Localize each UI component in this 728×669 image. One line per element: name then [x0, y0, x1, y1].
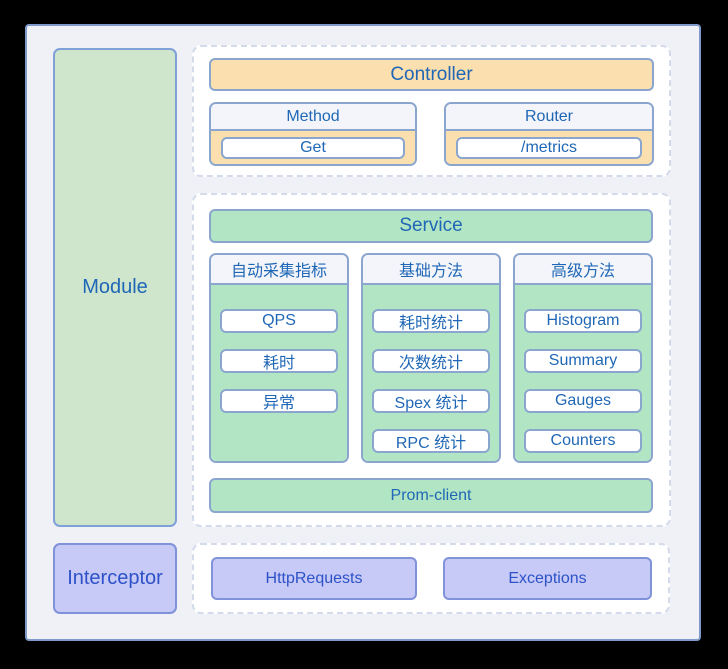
router-value: /metrics — [521, 138, 577, 156]
method-box: Method Get — [209, 102, 417, 166]
service-column-body: Histogram Summary Gauges Counters — [515, 285, 651, 461]
http-requests-label: HttpRequests — [265, 569, 363, 587]
metric-label: QPS — [262, 312, 296, 329]
interceptor-label: Interceptor — [67, 567, 163, 589]
service-column-header: 高级方法 — [515, 255, 651, 285]
service-bar: Service — [209, 209, 653, 243]
metric-label: Counters — [550, 432, 616, 449]
exceptions-label: Exceptions — [508, 569, 587, 587]
metric-pill: 次数统计 — [372, 349, 490, 373]
metric-pill: Spex 统计 — [372, 389, 490, 413]
method-header: Method — [211, 104, 415, 131]
exceptions-box: Exceptions — [443, 557, 652, 600]
metric-label: RPC 统计 — [395, 435, 467, 452]
metric-label: 异常 — [262, 395, 295, 412]
metric-pill: Gauges — [524, 389, 642, 413]
service-column-body: 耗时统计 次数统计 Spex 统计 RPC 统计 — [363, 285, 499, 461]
metric-label: Summary — [548, 352, 618, 369]
metric-label: 耗时统计 — [398, 315, 463, 332]
service-column-header: 基础方法 — [363, 255, 499, 285]
router-box: Router /metrics — [444, 102, 654, 166]
metric-pill: Summary — [524, 349, 642, 373]
controller-bar: Controller — [209, 58, 654, 91]
router-header: Router — [446, 104, 652, 131]
metric-pill: Counters — [524, 429, 642, 453]
metric-pill: RPC 统计 — [372, 429, 490, 453]
service-group: Service 自动采集指标 QPS 耗时 异常 — [192, 193, 671, 527]
interceptor-group: HttpRequests Exceptions — [192, 543, 670, 614]
http-requests-box: HttpRequests — [211, 557, 417, 600]
architecture-card: Module Interceptor Controller Method Get… — [25, 24, 701, 641]
metric-pill: 异常 — [220, 389, 338, 413]
prom-client-bar: Prom-client — [209, 478, 653, 513]
metric-pill: 耗时统计 — [372, 309, 490, 333]
metric-pill: QPS — [220, 309, 338, 333]
controller-title: Controller — [390, 63, 473, 85]
router-body: /metrics — [446, 131, 652, 164]
metric-label: Histogram — [546, 312, 620, 329]
module-label: Module — [82, 276, 148, 298]
service-column-basic-methods: 基础方法 耗时统计 次数统计 Spex 统计 RPC 统计 — [361, 253, 501, 463]
metric-label: Spex 统计 — [394, 395, 468, 412]
metric-label: 耗时 — [262, 355, 295, 372]
metric-label: 次数统计 — [398, 355, 463, 372]
module-block: Module — [53, 48, 177, 527]
method-body: Get — [211, 131, 415, 164]
service-title: Service — [399, 215, 463, 236]
controller-group: Controller Method Get Router /metrics — [192, 45, 671, 177]
service-column-body: QPS 耗时 异常 — [211, 285, 347, 461]
metric-label: Gauges — [554, 392, 612, 409]
service-column-header: 自动采集指标 — [211, 255, 347, 285]
service-column-advanced-methods: 高级方法 Histogram Summary Gauges Counters — [513, 253, 653, 463]
prom-client-label: Prom-client — [390, 486, 472, 504]
router-value-pill: /metrics — [456, 136, 642, 159]
method-value-pill: Get — [221, 136, 405, 159]
interceptor-block: Interceptor — [53, 543, 177, 614]
service-column-auto-metrics: 自动采集指标 QPS 耗时 异常 — [209, 253, 349, 463]
metric-pill: 耗时 — [220, 349, 338, 373]
method-value: Get — [300, 138, 326, 156]
metric-pill: Histogram — [524, 309, 642, 333]
